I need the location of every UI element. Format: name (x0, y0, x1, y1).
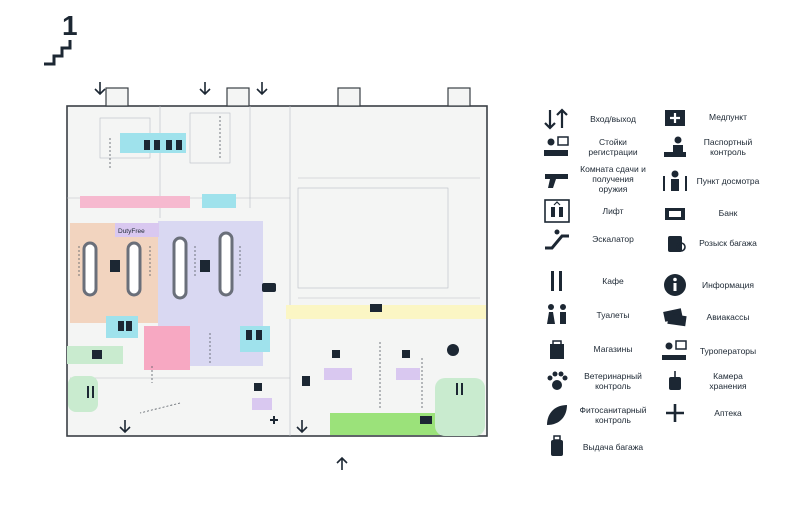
passport-control-icon (664, 136, 686, 157)
legend-label: Фитосанитарный контроль (579, 405, 647, 425)
legend-item-medical: Медпункт (660, 104, 760, 130)
legend-label: Розыск багажа (699, 238, 757, 248)
entry-exit-arrows (94, 82, 348, 470)
duty-free-label: DutyFree (118, 228, 145, 235)
legend-item-weapon-room: Комната сдачи и получения оружия (542, 164, 648, 194)
legend-label: Кафе (602, 276, 624, 286)
check-in-icon (544, 136, 569, 156)
legend-label: Эскалатор (592, 234, 634, 244)
zone-duty-free (115, 223, 159, 237)
bank-icon (665, 208, 685, 220)
shops-icon (550, 340, 564, 359)
tour-operators-icon (662, 340, 687, 360)
terminal-map: DutyFree (66, 82, 488, 470)
zone-shop-3 (252, 398, 272, 410)
legend-label: Выдача багажа (582, 442, 644, 452)
legend-label: Магазины (593, 344, 633, 354)
floor-stairs-icon (44, 40, 72, 66)
pharmacy-icon (666, 404, 684, 422)
legend-item-elevator: Лифт (542, 198, 648, 224)
legend-label: Авиакассы (706, 312, 750, 322)
baggage-claim-icon (551, 435, 563, 456)
weapon-room-icon (545, 174, 568, 188)
entry-exit-icon (544, 108, 568, 130)
legend-label: Ветеринарный контроль (584, 371, 642, 391)
top-gates (105, 87, 471, 107)
legend-label: Информация (701, 280, 755, 290)
legend-label: Комната сдачи и получения оружия (580, 164, 646, 194)
legend-item-toilets: Туалеты (542, 302, 648, 328)
legend-label: Камера хранения (709, 371, 747, 391)
legend-item-phytosanitary: Фитосанитарный контроль (542, 402, 648, 428)
floor-number: 1 (62, 10, 78, 41)
elevator-icon (544, 199, 570, 223)
legend-item-pharmacy: Аптека (660, 400, 760, 426)
zone-cyan-toilets-3 (240, 326, 270, 352)
security-check-icon (663, 170, 687, 191)
legend-item-escalator: Эскалатор (542, 226, 648, 252)
phytosanitary-icon (547, 405, 567, 425)
legend-item-security-check: Пункт досмотра (660, 168, 760, 194)
legend-label: Паспортный контроль (703, 137, 753, 157)
zone-pink-strip (80, 196, 190, 208)
escalator-icon (545, 229, 569, 250)
left-luggage-icon (669, 371, 681, 390)
legend-label: Пункт досмотра (696, 176, 760, 186)
legend-label: Вход/выход (590, 114, 636, 124)
legend-item-shops: Магазины (542, 336, 648, 362)
zone-cafe-right (435, 378, 485, 436)
legend-item-airline-tickets: Авиакассы (660, 304, 760, 330)
toilets-icon (547, 304, 566, 324)
legend-item-cafe: Кафе (542, 268, 648, 294)
legend-label: Банк (718, 208, 738, 218)
legend-item-left-luggage: Камера хранения (660, 368, 760, 394)
legend-label: Туалеты (596, 310, 630, 320)
legend-label: Медпункт (709, 112, 747, 122)
legend-item-entry-exit: Вход/выход (542, 106, 648, 132)
legend-label: Стойки регистрации (588, 137, 638, 157)
zone-cafe-left (68, 376, 98, 412)
legend-item-baggage-claim: Выдача багажа (542, 434, 648, 460)
legend-item-check-in: Стойки регистрации (542, 134, 648, 160)
legend-item-bank: Банк (660, 200, 760, 226)
legend-item-passport-control: Паспортный контроль (660, 134, 760, 160)
legend-item-tour-operators: Туроператоры (660, 338, 760, 364)
baggage-carousels (82, 231, 234, 300)
baggage-search-icon (668, 236, 686, 252)
map-legend: Вход/выход Стойки регистрации Комната сд… (542, 100, 792, 460)
zone-yellow-corridor (286, 305, 486, 319)
medical-icon (665, 110, 685, 126)
zone-pink-customs (144, 326, 190, 370)
legend-item-baggage-search: Розыск багажа (660, 230, 760, 256)
legend-label: Туроператоры (699, 346, 757, 356)
information-icon (664, 274, 686, 296)
zone-shop-2 (396, 368, 420, 380)
zone-green-exit (330, 413, 440, 435)
veterinary-icon (547, 371, 568, 390)
legend-label: Аптека (714, 408, 742, 418)
cafe-icon (551, 271, 562, 291)
flow-arrows (78, 116, 423, 414)
airline-tickets-icon (663, 308, 687, 327)
map-icons (87, 140, 463, 424)
zone-shop-1 (324, 368, 352, 380)
legend-item-veterinary: Ветеринарный контроль (542, 368, 648, 394)
zone-cyan-toilets-2 (202, 194, 236, 208)
legend-item-information: Информация (660, 272, 760, 298)
legend-label: Лифт (602, 206, 624, 216)
